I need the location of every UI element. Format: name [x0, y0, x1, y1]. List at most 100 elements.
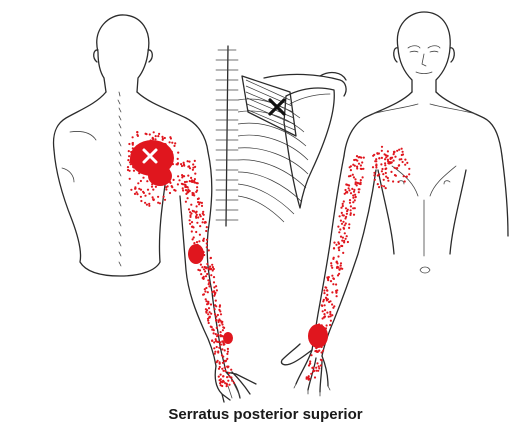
pain-dot: [148, 204, 151, 207]
pain-dot: [205, 229, 208, 233]
pain-dot: [207, 313, 210, 316]
pain-dot: [133, 192, 137, 195]
pain-dot: [215, 315, 218, 318]
pain-dot: [136, 193, 139, 196]
pain-dot: [148, 202, 151, 205]
pain-dot: [214, 350, 217, 353]
pain-dot: [136, 133, 139, 136]
pain-dot: [332, 283, 335, 286]
pain-dot: [168, 141, 171, 144]
pain-dot: [169, 137, 172, 140]
pain-dot: [226, 352, 229, 355]
pain-dot: [214, 339, 218, 343]
pain-dot: [212, 281, 216, 284]
pain-dot: [152, 198, 155, 201]
pain-dot: [139, 188, 143, 191]
pain-dot: [189, 222, 192, 225]
pain-dot: [217, 367, 221, 370]
pain-dot: [336, 262, 339, 265]
pain-dot: [211, 328, 214, 331]
pain-dot: [371, 166, 375, 169]
pain-dot: [323, 316, 326, 319]
pain-dot: [193, 210, 196, 213]
pain-dot: [384, 162, 387, 165]
pain-dot: [126, 166, 130, 169]
pain-dot: [390, 170, 393, 173]
pain-dot: [331, 291, 334, 294]
pain-dot: [186, 191, 189, 194]
pain-dot: [199, 263, 202, 266]
pain-dot: [357, 191, 360, 194]
pain-dot: [402, 175, 405, 178]
pain-dot: [348, 226, 351, 229]
pain-dot: [392, 153, 395, 156]
pain-dot: [187, 208, 191, 211]
pain-dot: [214, 299, 217, 302]
pain-dot: [230, 368, 233, 371]
pain-dot: [215, 345, 218, 349]
pain-dot: [174, 142, 177, 145]
pain-dot: [191, 238, 194, 241]
pain-dot: [352, 163, 355, 166]
pain-dot: [341, 239, 344, 242]
pain-dot: [170, 185, 173, 188]
pain-dot: [227, 371, 231, 375]
pain-dot: [330, 262, 333, 265]
pain-dot: [222, 343, 225, 346]
pain-dot: [335, 295, 338, 298]
pain-dot: [375, 166, 378, 169]
pain-dot: [400, 153, 403, 157]
pain-dot: [203, 288, 206, 291]
pain-dot: [215, 285, 218, 288]
pain-dot: [221, 348, 224, 351]
pain-dot: [218, 365, 221, 369]
pain-dot: [202, 218, 205, 221]
pain-dot: [161, 138, 164, 141]
pain-dot: [215, 289, 218, 292]
pain-dot: [188, 189, 191, 193]
pain-dot: [168, 191, 172, 195]
pain-dot: [207, 300, 210, 303]
spine-marks: [117, 91, 122, 267]
pain-dot: [362, 167, 365, 170]
pain-dot: [198, 203, 201, 206]
pain-dot: [194, 172, 197, 175]
pain-dot: [226, 350, 229, 353]
pain-dot: [343, 232, 346, 235]
pain-dot: [317, 365, 320, 368]
pain-dot: [332, 247, 336, 250]
pain-dot: [189, 214, 192, 217]
pain-dot: [202, 237, 205, 240]
pain-dot: [162, 195, 165, 198]
pain-dot: [211, 263, 214, 266]
pain-dot: [337, 246, 340, 249]
pain-dot: [316, 362, 319, 365]
pain-dot: [219, 384, 222, 387]
pain-dot: [181, 187, 184, 190]
pain-dot: [344, 188, 347, 192]
pain-dot: [202, 239, 205, 242]
pain-dot: [329, 323, 332, 327]
pain-dot: [354, 193, 357, 196]
pain-dot: [307, 375, 310, 378]
pain-dot: [320, 304, 323, 307]
pain-dot: [327, 279, 330, 282]
pain-dot: [154, 138, 157, 141]
pain-dot: [332, 256, 335, 259]
pain-dot: [128, 155, 131, 158]
pain-dot: [201, 212, 204, 215]
pain-dot: [392, 159, 395, 162]
pain-dot: [190, 230, 193, 233]
pain-dot: [325, 286, 328, 289]
pain-dot: [321, 317, 324, 320]
pain-dot: [351, 187, 354, 190]
pain-dot: [340, 222, 344, 225]
pain-dot: [376, 174, 379, 177]
pain-dot: [357, 162, 361, 165]
pain-dot: [128, 142, 131, 146]
pain-dot: [191, 191, 194, 195]
pain-dot: [189, 215, 192, 218]
pain-dot: [312, 369, 316, 373]
pain-dot: [387, 160, 390, 163]
